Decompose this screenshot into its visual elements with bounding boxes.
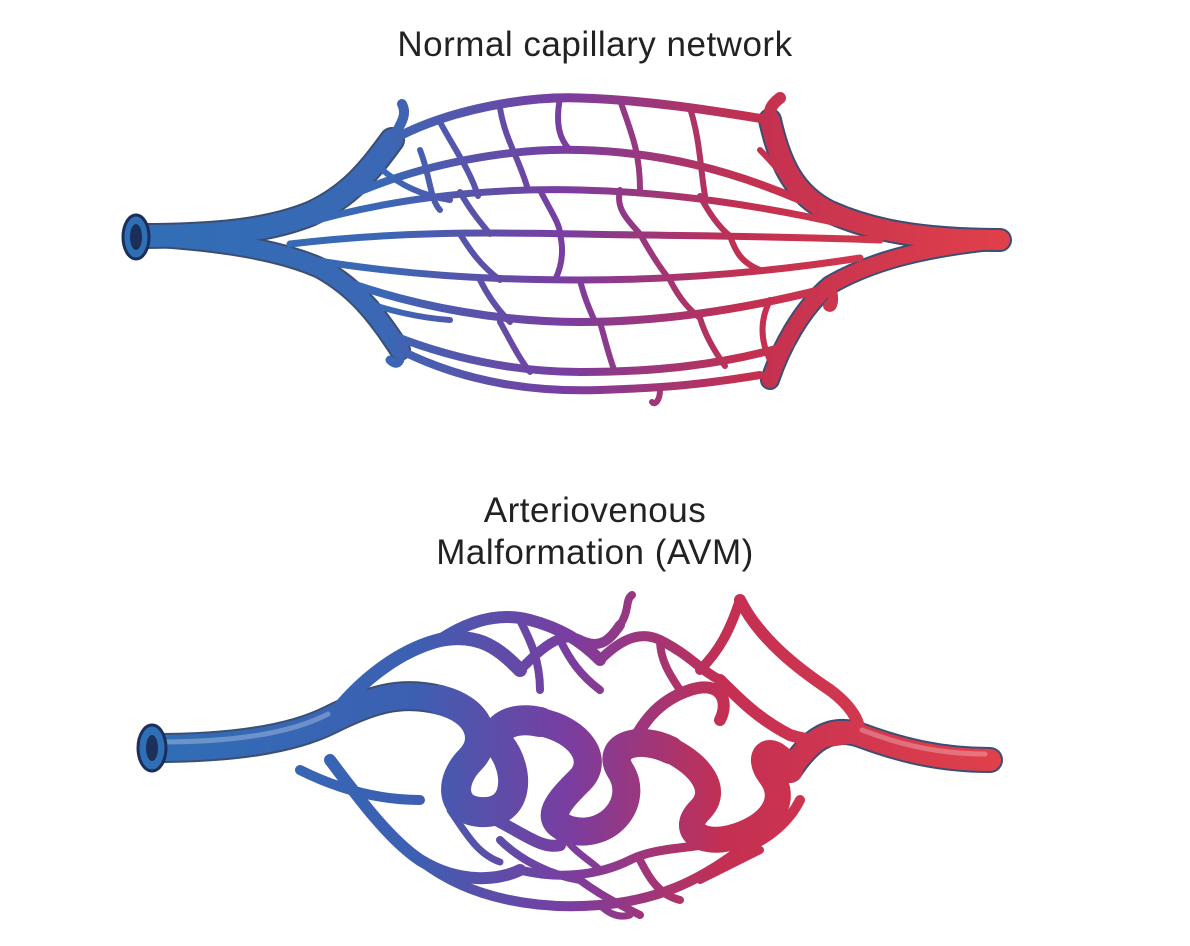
avm-title-line2: Malformation (AVM) — [436, 533, 754, 572]
normal-capillary-network — [121, 92, 1012, 407]
avm-title: Arteriovenous Malformation (AVM) — [0, 490, 1190, 574]
avm-title-line1: Arteriovenous — [483, 491, 707, 530]
normal-capillary-title: Normal capillary network — [397, 25, 793, 64]
avm-network — [136, 591, 1003, 920]
